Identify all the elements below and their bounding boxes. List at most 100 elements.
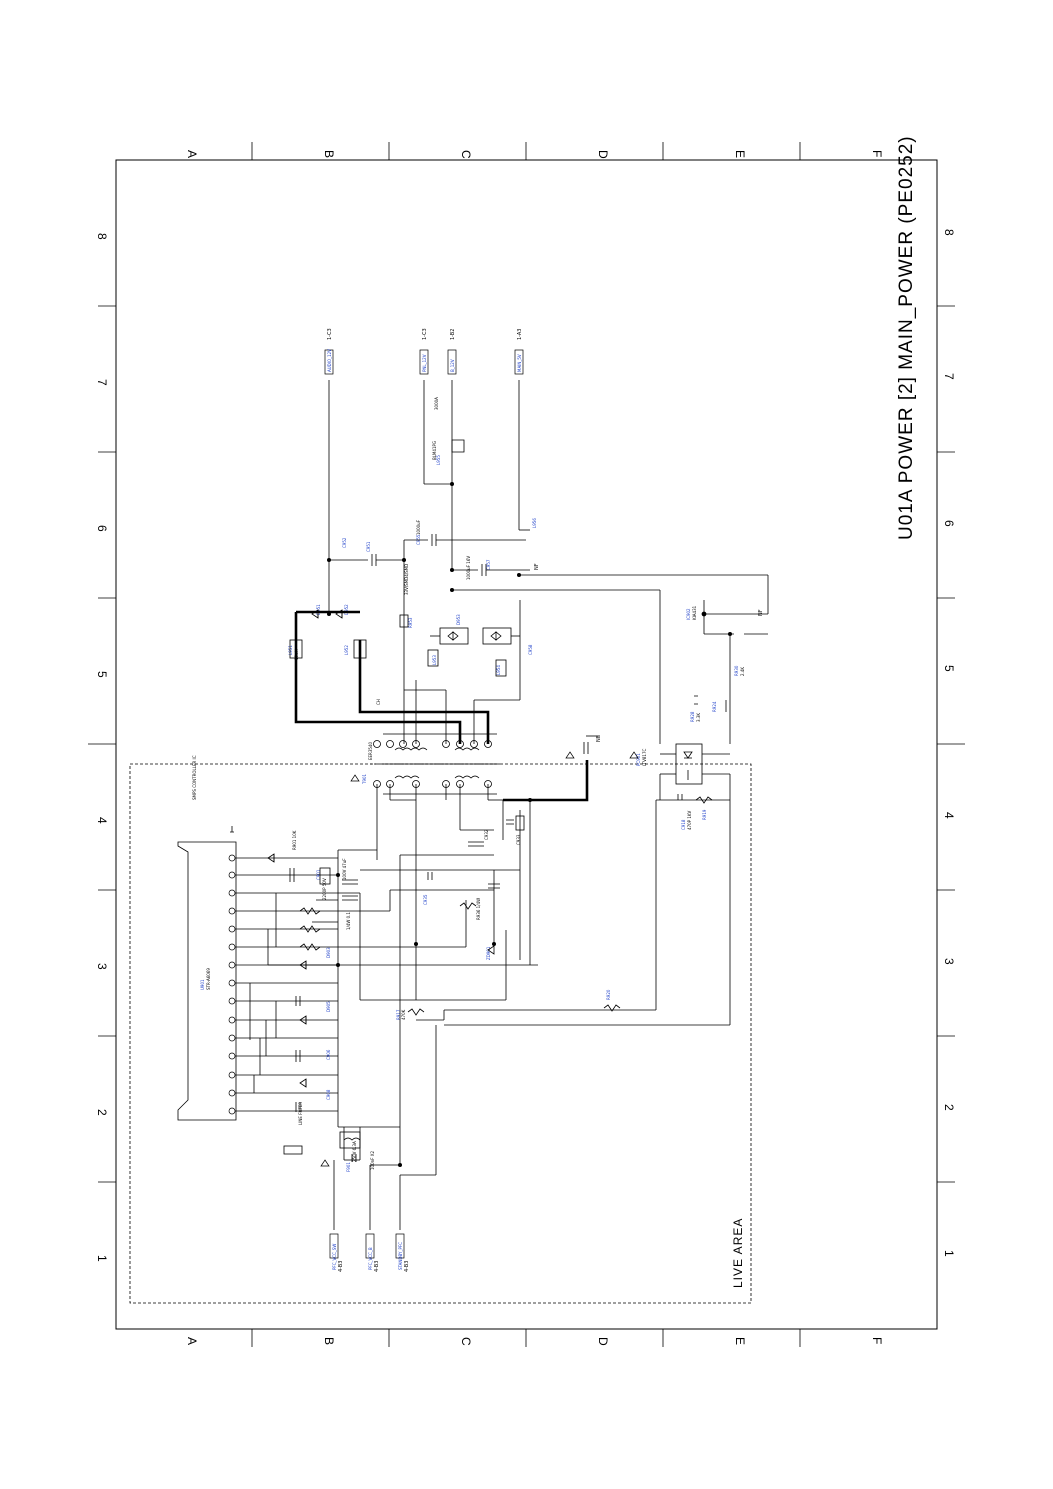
svg-text:F901: F901 bbox=[346, 1162, 351, 1172]
svg-text:L954: L954 bbox=[496, 665, 501, 675]
svg-text:250V 6.3A: 250V 6.3A bbox=[352, 1141, 357, 1162]
sheet-ref: 1-C3 bbox=[422, 328, 428, 340]
grid-row-label-left: 8 bbox=[95, 233, 109, 240]
svg-text:L955: L955 bbox=[436, 455, 441, 465]
svg-text:R901 10K: R901 10K bbox=[292, 830, 297, 850]
svg-text:100V 47uF: 100V 47uF bbox=[342, 858, 347, 880]
svg-text:L956: L956 bbox=[532, 518, 537, 528]
right-grid-ruler bbox=[937, 305, 965, 1183]
svg-text:R930: R930 bbox=[734, 665, 739, 676]
primary-wiring bbox=[249, 784, 730, 1230]
bottom-grid-ruler bbox=[251, 1329, 801, 1347]
sheet-ref: 1-B2 bbox=[450, 329, 456, 340]
net-label: AUDIO_12V bbox=[327, 349, 332, 372]
grid-row-label-right: 1 bbox=[942, 1250, 956, 1257]
svg-text:KIA431: KIA431 bbox=[692, 605, 697, 620]
off-sheet-connector-pfc-vcc-sw: PFC_VCC_SW 4-B3 bbox=[329, 1233, 344, 1272]
live-area-boundary bbox=[129, 763, 752, 1304]
grid-row-label-right: 6 bbox=[942, 520, 956, 527]
svg-text:L952: L952 bbox=[344, 645, 349, 655]
svg-text:D952: D952 bbox=[344, 604, 349, 615]
svg-text:1/4W 0.1: 1/4W 0.1 bbox=[346, 912, 351, 930]
grid-row-label-left: 7 bbox=[95, 379, 109, 386]
svg-text:1000uF 16V: 1000uF 16V bbox=[466, 556, 471, 580]
grid-row-label-right: 2 bbox=[942, 1104, 956, 1111]
svg-text:470P 1KV: 470P 1KV bbox=[687, 811, 692, 830]
svg-text:ZD901: ZD901 bbox=[486, 946, 491, 960]
svg-text:C935: C935 bbox=[423, 894, 428, 905]
svg-text:2.4K: 2.4K bbox=[740, 667, 745, 676]
grid-row-label-right: 7 bbox=[942, 373, 956, 380]
secondary-power-traces bbox=[294, 610, 589, 802]
sheet-ref: 4-B3 bbox=[374, 1261, 380, 1272]
grid-col-label-top: C bbox=[459, 150, 473, 159]
svg-text:T901: T901 bbox=[362, 773, 367, 785]
sheet-ref: 1-C3 bbox=[327, 328, 333, 340]
junction-dots bbox=[327, 482, 732, 1167]
grid-col-label-bottom: C bbox=[459, 1337, 473, 1346]
grid-col-label-top: E bbox=[733, 150, 747, 158]
svg-text:R928: R928 bbox=[690, 711, 695, 722]
left-grid-ruler bbox=[88, 305, 116, 1183]
grid-col-label-top: F bbox=[870, 150, 884, 157]
off-sheet-connector-pnl-12v: PNL_12V 1-C3 bbox=[419, 328, 429, 375]
grid-row-label-left: 3 bbox=[95, 963, 109, 970]
svg-text:C908: C908 bbox=[326, 1089, 331, 1100]
svg-text:3.3K: 3.3K bbox=[696, 713, 701, 722]
svg-text:470K: 470K bbox=[401, 1009, 406, 1020]
svg-text:100nF X2: 100nF X2 bbox=[370, 1151, 375, 1170]
svg-text:EER3540: EER3540 bbox=[368, 742, 373, 760]
grid-col-label-top: D bbox=[596, 150, 610, 159]
svg-text:R919: R919 bbox=[702, 809, 707, 820]
svg-text:D953: D953 bbox=[456, 614, 461, 625]
svg-text:IC902: IC902 bbox=[686, 608, 691, 620]
grid-col-label-bottom: E bbox=[733, 1337, 747, 1345]
grid-row-label-right: 4 bbox=[942, 812, 956, 819]
off-sheet-connector-main-5v: MAIN_5V 1-A3 bbox=[514, 329, 524, 375]
sheet-ref: 4-B3 bbox=[338, 1261, 344, 1272]
off-sheet-connector-audio-12v: AUDIO_12V 1-C3 bbox=[324, 328, 334, 375]
grid-row-label-left: 1 bbox=[95, 1255, 109, 1262]
svg-text:BLM41PG: BLM41PG bbox=[432, 441, 437, 460]
nf-marker: NF bbox=[758, 609, 764, 616]
grid-col-label-bottom: A bbox=[185, 1337, 199, 1345]
svg-text:R936 1/4W: R936 1/4W bbox=[476, 898, 481, 920]
grid-col-label-top: B bbox=[322, 150, 336, 158]
nf-marker: NF bbox=[596, 735, 602, 742]
svg-text:D905: D905 bbox=[326, 1001, 331, 1012]
svg-text:D951: D951 bbox=[316, 604, 321, 615]
nf-marker: NF bbox=[534, 563, 540, 570]
svg-text:R924: R924 bbox=[712, 701, 717, 712]
svg-text:C955: C955 bbox=[416, 534, 421, 545]
grid-row-label-left: 4 bbox=[95, 817, 109, 824]
drawing-frame bbox=[115, 159, 938, 1330]
ic-pin-circles bbox=[228, 854, 236, 1115]
svg-text:C958: C958 bbox=[528, 644, 533, 655]
grid-col-label-bottom: D bbox=[596, 1337, 610, 1346]
svg-text:C952: C952 bbox=[342, 537, 347, 548]
sheet-ref: 1-A3 bbox=[517, 329, 523, 340]
svg-text:C901: C901 bbox=[316, 869, 321, 880]
sheet-title: U01A POWER [2] MAIN_POWER (PE0252) bbox=[896, 135, 917, 540]
off-sheet-connector-standby-pfc: STANDBY_PFC 4-B3 bbox=[395, 1233, 410, 1272]
primary-components bbox=[230, 735, 713, 1162]
svg-text:2200P 50V: 2200P 50V bbox=[322, 878, 327, 900]
grid-row-label-left: 6 bbox=[95, 525, 109, 532]
grid-row-label-left: 5 bbox=[95, 671, 109, 678]
svg-text:C957: C957 bbox=[486, 559, 491, 570]
net-label: MAIN_5V bbox=[517, 354, 522, 372]
secondary-rectifiers bbox=[289, 560, 512, 677]
svg-text:STR-A6069: STR-A6069 bbox=[206, 968, 211, 990]
svg-text:L953: L953 bbox=[432, 655, 437, 665]
off-sheet-connector-pfc-vcc-b: PFC_VCC_B 4-B3 bbox=[365, 1233, 380, 1272]
net-label: PNL_12V bbox=[422, 354, 427, 372]
svg-text:D903: D903 bbox=[326, 947, 331, 958]
svg-text:R920: R920 bbox=[606, 989, 611, 1000]
grid-row-label-left: 2 bbox=[95, 1109, 109, 1116]
grid-col-label-bottom: F bbox=[870, 1337, 884, 1344]
net-label: B_12V bbox=[450, 359, 455, 372]
svg-text:C933: C933 bbox=[516, 834, 521, 845]
safety-caution-marks bbox=[320, 751, 639, 1167]
grid-row-label-right: 8 bbox=[942, 229, 956, 236]
